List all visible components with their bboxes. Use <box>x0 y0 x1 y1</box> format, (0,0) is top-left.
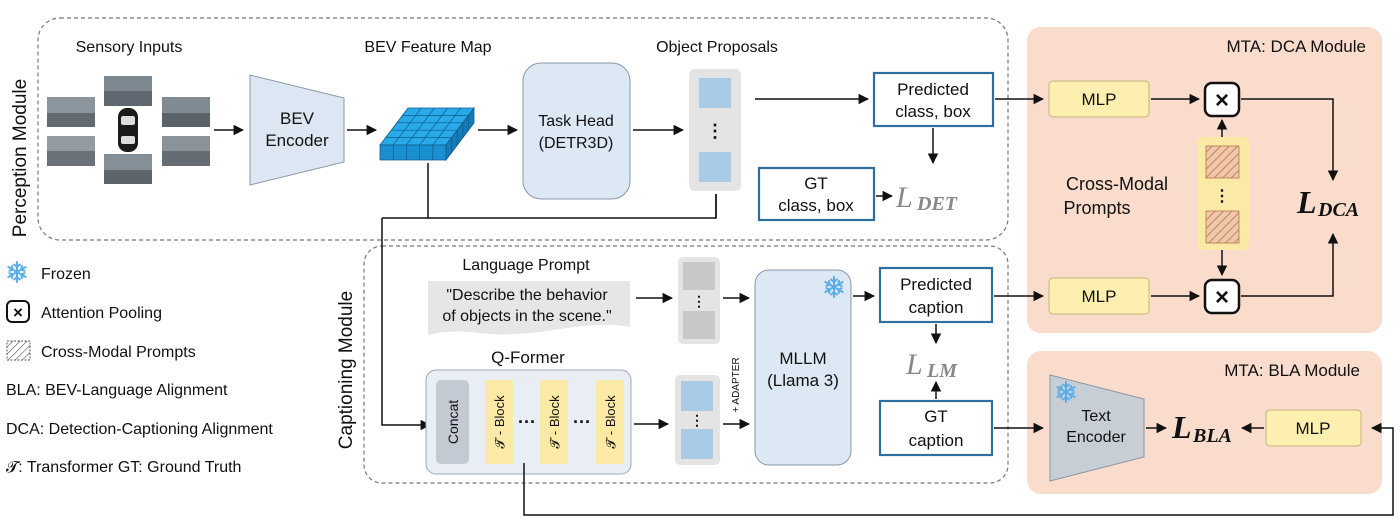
mllm-label-1: MLLM <box>779 349 826 368</box>
legend-frozen-icon <box>7 261 27 283</box>
bla-title: MTA: BLA Module <box>1224 361 1360 380</box>
bev-feature-map-title: BEV Feature Map <box>364 39 491 56</box>
svg-text:⋮: ⋮ <box>692 293 706 309</box>
predicted-class-label-2: class, box <box>895 102 971 121</box>
captioning-module-label: Captioning Module <box>336 291 357 449</box>
svg-text:MLP: MLP <box>1082 287 1117 306</box>
svg-text:BLA: BLA <box>1192 425 1232 447</box>
mllm-label-2: (Llama 3) <box>767 371 839 390</box>
gt-class-box <box>757 166 876 222</box>
proposal-token-top <box>699 78 731 108</box>
task-head <box>522 62 631 200</box>
legend-bla-def: BLA: BEV-Language Alignment <box>6 382 228 399</box>
svg-text:L: L <box>905 348 923 381</box>
language-prompt-box <box>428 281 630 335</box>
svg-text:⋮: ⋮ <box>1214 188 1230 205</box>
svg-text:×: × <box>13 303 23 322</box>
svg-text:𝓣 - Block: 𝓣 - Block <box>492 395 507 449</box>
legend-transformer-gt: 𝓣: Transformer GT: Ground Truth <box>6 459 241 476</box>
legend-attention-pooling-icon: × <box>6 300 30 323</box>
adapter-label: + ADAPTER <box>731 357 742 412</box>
loss-bla: L BLA <box>1171 409 1232 447</box>
language-prompt-title: Language Prompt <box>462 257 590 274</box>
mllm-box <box>754 269 852 466</box>
ego-car-icon <box>118 108 138 152</box>
task-head-label-1: Task Head <box>538 113 614 130</box>
svg-text:L: L <box>1171 409 1192 445</box>
transformer-block-3 <box>596 380 624 464</box>
gt-caption-box <box>878 399 994 457</box>
transformer-block-2 <box>540 380 568 464</box>
cross-modal-label-2: Prompts <box>1063 198 1130 218</box>
qformer-box <box>425 369 632 475</box>
perception-module-box <box>37 17 1009 241</box>
predicted-class-box <box>872 71 995 128</box>
task-head-label-2: (DETR3D) <box>539 135 614 152</box>
svg-text:Frozen: Frozen <box>41 266 91 283</box>
svg-text:MLP: MLP <box>1082 90 1117 109</box>
bev-encoder-label-2: Encoder <box>265 131 329 150</box>
loss-lm: L LM <box>905 348 958 382</box>
svg-text:Concat: Concat <box>445 400 461 444</box>
sensory-inputs-title: Sensory Inputs <box>76 39 183 56</box>
object-proposals-title: Object Proposals <box>656 39 778 56</box>
svg-text:Text: Text <box>1081 408 1111 425</box>
svg-text:LM: LM <box>926 360 958 382</box>
svg-text:𝓣 - Block: 𝓣 - Block <box>603 395 618 449</box>
bev-encoder <box>249 74 345 186</box>
cross-modal-prompts-stack: ⋮ <box>1197 137 1249 250</box>
predicted-class-label-1: Predicted <box>897 80 969 99</box>
query-token-stack: ⋮ <box>675 375 720 465</box>
qformer-title: Q-Former <box>491 348 565 367</box>
captioning-module-box <box>363 245 1009 484</box>
svg-text:···: ··· <box>518 412 536 432</box>
sensory-input-images <box>47 76 210 184</box>
object-proposals-stack: ⋮ <box>689 69 741 191</box>
svg-text:⋮: ⋮ <box>690 412 704 428</box>
proposal-dots: ⋮ <box>706 121 724 141</box>
gt-class-label-2: class, box <box>778 196 854 215</box>
svg-text:DET: DET <box>916 193 958 215</box>
cross-modal-label-1: Cross-Modal <box>1066 174 1168 194</box>
dca-mlp-top <box>1048 80 1150 118</box>
svg-text:Predicted: Predicted <box>900 275 972 294</box>
svg-text:Encoder: Encoder <box>1066 429 1126 446</box>
loss-dca: L DCA <box>1296 184 1359 221</box>
svg-text:×: × <box>1215 284 1229 311</box>
proposal-token-bottom <box>699 152 731 182</box>
svg-text:𝓣 - Block: 𝓣 - Block <box>547 395 562 449</box>
transformer-block-1 <box>485 380 513 464</box>
bla-mlp <box>1265 409 1362 447</box>
predicted-caption-box <box>878 266 994 324</box>
prompt-text-2: of objects in the scene." <box>442 308 611 325</box>
svg-text:GT: GT <box>924 407 948 426</box>
text-token-stack: ⋮ <box>678 257 720 344</box>
legend: Frozen × Attention Pooling Cross-Modal P… <box>6 261 273 476</box>
dca-title: MTA: DCA Module <box>1226 37 1366 56</box>
svg-text:L: L <box>1296 184 1317 220</box>
dca-mlp-bottom <box>1048 277 1150 315</box>
loss-det: L DET <box>895 181 958 215</box>
concat-block <box>436 380 469 464</box>
svg-text:caption: caption <box>909 431 964 450</box>
attention-pooling-top: × <box>1203 81 1241 118</box>
legend-cross-modal-icon <box>6 340 31 361</box>
svg-text:caption: caption <box>909 298 964 317</box>
gt-class-label-1: GT <box>804 174 828 193</box>
bev-feature-map-grid <box>379 106 475 162</box>
svg-text:L: L <box>895 181 913 214</box>
svg-text:Attention Pooling: Attention Pooling <box>41 305 162 322</box>
svg-text:DCA: DCA <box>1317 199 1359 221</box>
svg-text:MLP: MLP <box>1296 419 1331 438</box>
svg-text:×: × <box>1215 87 1229 114</box>
legend-dca-def: DCA: Detection-Captioning Alignment <box>6 421 273 438</box>
text-encoder <box>1049 374 1145 482</box>
prompt-text-1: "Describe the behavior <box>446 287 608 304</box>
attention-pooling-bottom: × <box>1203 278 1241 315</box>
svg-text:···: ··· <box>573 412 591 432</box>
perception-module-label: Perception Module <box>10 79 31 237</box>
svg-text:Cross-Modal Prompts: Cross-Modal Prompts <box>41 344 196 361</box>
bev-encoder-label-1: BEV <box>280 109 315 128</box>
